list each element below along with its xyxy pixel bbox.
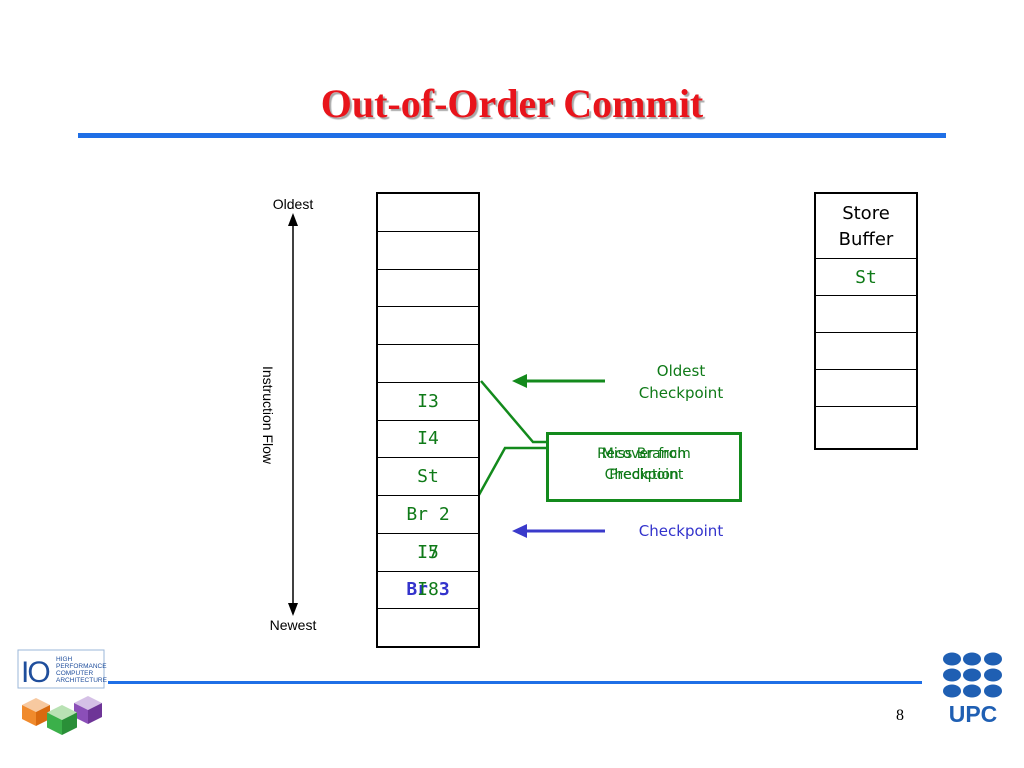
rob-row — [378, 345, 478, 383]
checkpoint-label: Checkpoint — [638, 522, 724, 540]
rob-entry-text: I4 — [417, 428, 439, 450]
axis-arrowhead-down — [288, 603, 298, 616]
box-line: Recover from — [597, 446, 691, 462]
miss-prediction-text: Miss Branch Prediction — [549, 444, 739, 486]
upc-logo-text: UPC — [949, 701, 998, 727]
logo-text-line: ARCHITECTURE — [56, 677, 108, 684]
rob-row — [378, 270, 478, 308]
store-buffer-row — [816, 333, 916, 370]
logo-frame — [17, 649, 105, 689]
rob-row: I3 — [378, 383, 478, 421]
slide-title: Out-of-Order Commit — [320, 81, 704, 126]
store-buffer-header-line: Buffer — [838, 229, 894, 250]
checkpoint-arrowhead — [512, 524, 527, 538]
rob-row: Br 3 I8 — [378, 572, 478, 610]
hpca-logo: IO HIGH PERFORMANCE COMPUTER ARCHITECTUR… — [17, 649, 108, 735]
box-line: Checkpoint — [604, 467, 684, 483]
oldest-checkpoint-arrowhead — [512, 374, 527, 388]
rob-entry-text-overlay: I8 — [417, 579, 439, 601]
upc-logo: UPC — [943, 652, 1002, 727]
rob-entry-text: Br 3 — [406, 579, 450, 601]
oldest-label: Oldest — [272, 196, 314, 212]
oldest-checkpoint-line: Checkpoint — [638, 384, 724, 402]
rob-row: I4 — [378, 421, 478, 459]
logo-text-line: HIGH — [56, 656, 73, 663]
rob-entry-text: Br 2 — [406, 503, 450, 525]
box-line: Miss Branch — [601, 446, 687, 462]
store-buffer-row — [816, 296, 916, 333]
recovery-box: Recover from Checkpoint Miss Branch Pred… — [546, 432, 742, 502]
green-cube-icon — [47, 705, 77, 735]
rob-entry-text: St — [417, 466, 439, 488]
rob-row: St — [378, 458, 478, 496]
rob-row — [378, 609, 478, 646]
title-divider — [78, 133, 946, 138]
rob-row — [378, 232, 478, 270]
recover-from-checkpoint-text: Recover from Checkpoint — [549, 444, 739, 486]
store-buffer-row — [816, 407, 916, 444]
rob-entry-text-overlay: I5 — [417, 541, 439, 563]
store-buffer-row: St — [816, 259, 916, 296]
axis-arrowhead-up — [288, 213, 298, 226]
orange-cube-icon — [22, 698, 50, 726]
rob-row: I7 I5 — [378, 534, 478, 572]
store-buffer-header: Store Buffer — [816, 194, 916, 259]
rob-entry-text: I3 — [417, 390, 439, 412]
bracket-line-top — [480, 380, 547, 444]
newest-label: Newest — [269, 617, 317, 633]
store-buffer: Store Buffer St — [814, 192, 918, 450]
reorder-buffer: I3 I4 St Br 2 I7 I5 Br 3 I8 — [376, 192, 480, 648]
footer-divider — [108, 681, 922, 684]
rob-row — [378, 307, 478, 345]
logo-text-line: PERFORMANCE — [56, 663, 107, 670]
page-number: 8 — [896, 707, 904, 724]
purple-cube-icon — [74, 696, 102, 724]
rob-row: Br 2 — [378, 496, 478, 534]
logo-text-line: COMPUTER — [56, 670, 94, 677]
store-buffer-header-line: Store — [842, 203, 890, 224]
box-line: Prediction — [609, 467, 679, 483]
logo-mark: IO — [21, 656, 49, 689]
store-buffer-row — [816, 370, 916, 407]
upc-dot-grid-icon — [943, 652, 1002, 698]
rob-entry-text: I7 — [417, 541, 439, 563]
oldest-checkpoint-line: Oldest — [656, 362, 706, 380]
rob-row — [378, 194, 478, 232]
oldest-checkpoint-label: Oldest Checkpoint — [601, 360, 761, 404]
